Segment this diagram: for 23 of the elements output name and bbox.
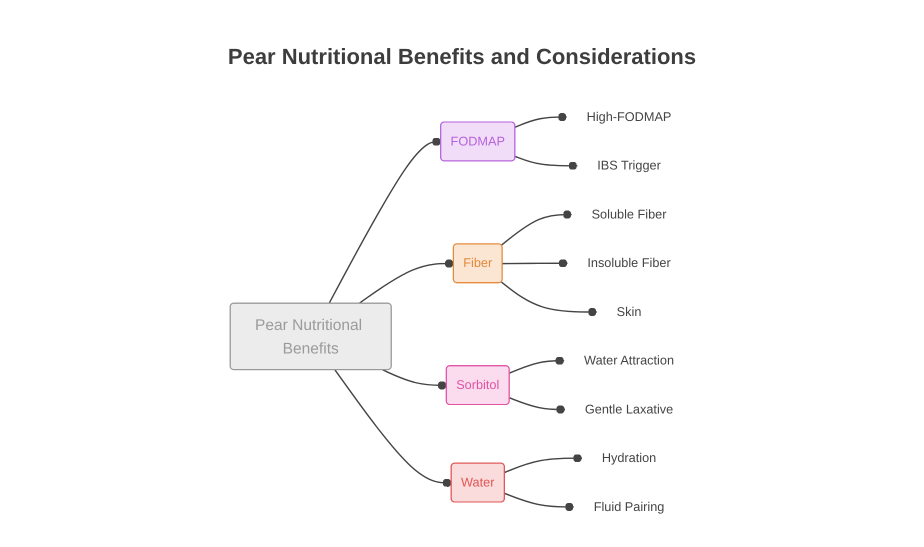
- connector: [334, 370, 452, 488]
- node-text: Insoluble Fiber: [587, 256, 671, 270]
- connector: [509, 356, 564, 374]
- connector: [328, 137, 442, 304]
- node-text: High-FODMAP: [586, 110, 672, 124]
- node-text: Soluble Fiber: [592, 207, 666, 222]
- connector: [382, 369, 447, 390]
- connector: [501, 210, 572, 246]
- connector: [502, 259, 568, 268]
- node-text: Hydration: [602, 450, 656, 465]
- connector: [358, 259, 454, 304]
- node-text: Skin: [616, 304, 642, 319]
- node-text: IBS Trigger: [597, 158, 661, 173]
- connector: [514, 156, 578, 170]
- node-text: Water Attraction: [584, 353, 674, 368]
- connector: [514, 112, 567, 128]
- connector: [504, 492, 574, 512]
- node-text: Gentle Laxative: [584, 402, 674, 416]
- connector: [509, 397, 566, 414]
- title: Pear Nutritional Benefits and Considerations: [226, 44, 698, 70]
- node-text: Fluid Pairing: [594, 500, 664, 514]
- connector: [504, 454, 582, 474]
- connector: [501, 281, 597, 316]
